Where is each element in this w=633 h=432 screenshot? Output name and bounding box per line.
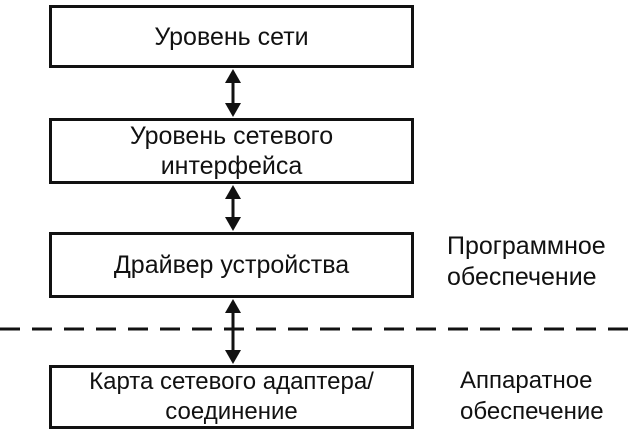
software-domain-label: Программное обеспечение	[447, 232, 606, 291]
device-driver-box: Драйвер устройства	[49, 232, 414, 298]
arrow-netif-driver	[225, 185, 241, 231]
network-interface-layer-box: Уровень сетевого интерфейса	[49, 118, 414, 184]
hardware-domain-label: Аппаратное обеспечение	[460, 367, 604, 425]
arrow-network-netif	[225, 69, 241, 117]
network-adapter-box: Карта сетевого адаптера/ соединение	[49, 365, 414, 429]
network-interface-layer-label: Уровень сетевого интерфейса	[129, 122, 334, 180]
network-layer-box: Уровень сети	[49, 5, 414, 68]
device-driver-label: Драйвер устройства	[113, 251, 350, 279]
arrow-driver-adapter	[225, 299, 241, 364]
network-layer-label: Уровень сети	[154, 22, 309, 51]
network-adapter-label: Карта сетевого адаптера/ соединение	[89, 368, 374, 425]
